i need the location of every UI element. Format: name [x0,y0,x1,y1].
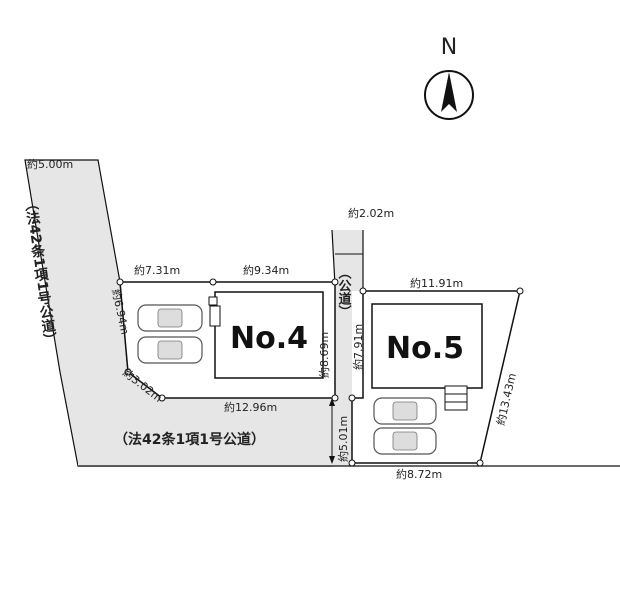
car-icon [373,397,437,425]
no5-dim-left-upper: 約7.91m [351,324,365,370]
road-fill-lower [78,398,352,466]
no4-dim-top-left: 約7.31m [134,263,180,277]
house-no5-label: No.5 [386,331,464,366]
bottom-road-name: （法42条1項1号公道） [114,431,265,448]
no4-dim-top-right: 約9.34m [243,263,289,277]
house-no4 [208,291,324,379]
north-label: N [441,35,457,60]
left-road-width: 約5.00m [27,157,73,171]
middle-road-width: 約2.02m [348,206,394,220]
house-no5 [371,303,483,411]
no5-dim-left-lower: 約5.01m [336,416,350,462]
house-no4-label: No.4 [230,321,308,356]
no4-dim-bottom: 約12.96m [224,400,277,414]
car-icon [137,336,203,364]
car-icon [373,427,437,455]
middle-road-name: （公道） [336,266,353,318]
no5-dim-bottom: 約8.72m [396,467,442,481]
north-arrow-icon: N [424,35,474,120]
no5-dim-top: 約11.91m [410,276,463,290]
no4-dim-right: 約8.69m [317,332,331,378]
car-icon [137,304,203,332]
